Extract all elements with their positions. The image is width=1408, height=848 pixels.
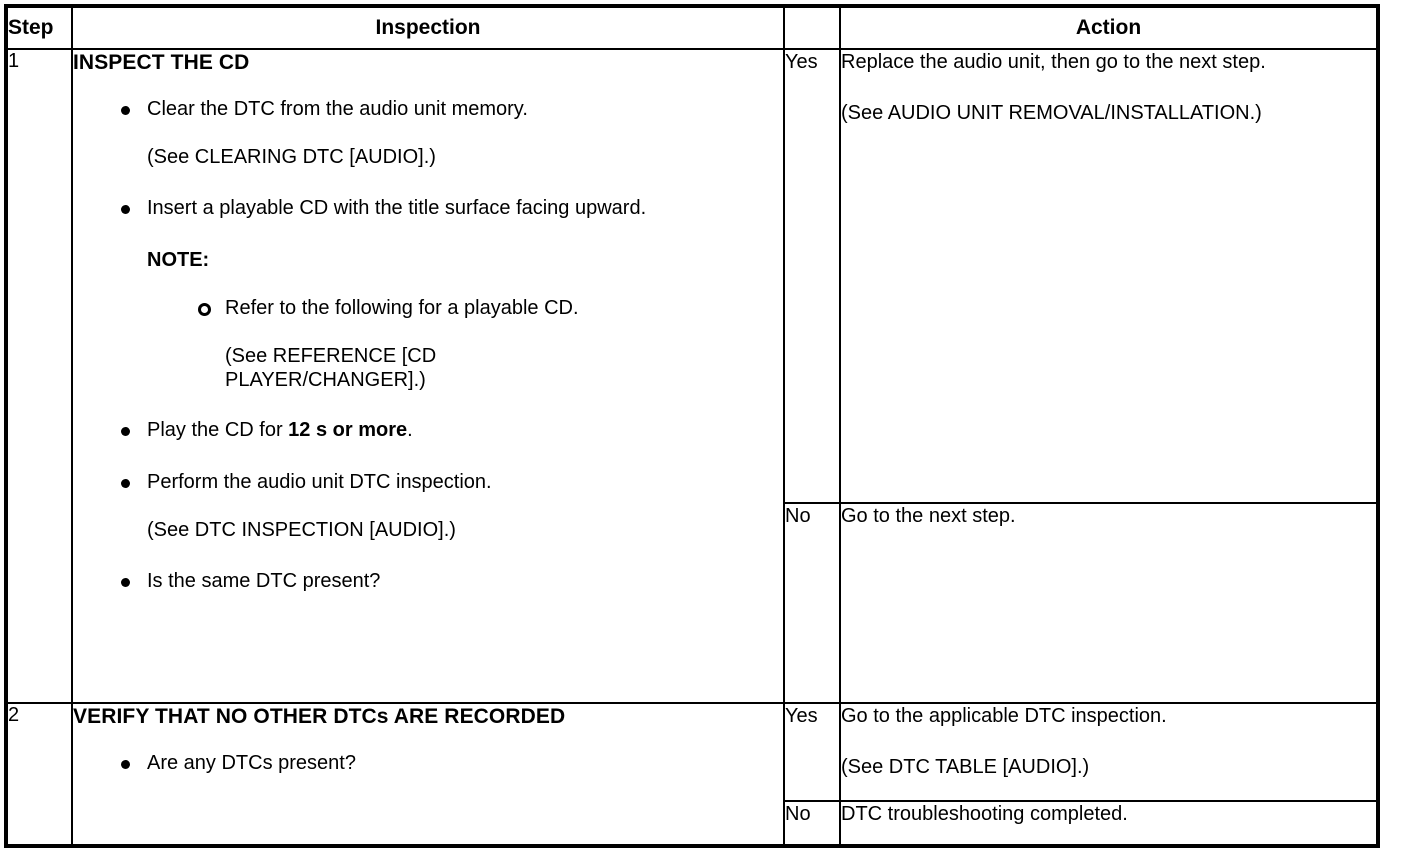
header-step: Step [5, 5, 73, 50]
list-item: Play the CD for 12 s or more. [117, 418, 707, 444]
inspection-cell: VERIFY THAT NO OTHER DTCs ARE RECORDED A… [71, 702, 785, 847]
inspection-title: INSPECT THE CD [73, 51, 250, 74]
result-label-yes: Yes [783, 702, 841, 802]
step-number-cell: 1 [5, 48, 73, 704]
reference-note: (See DTC INSPECTION [AUDIO].) [147, 518, 783, 544]
list-item-text: Clear the DTC from the audio unit memory… [147, 98, 528, 121]
header-action: Action [839, 5, 1379, 50]
inspection-cell: INSPECT THE CD Clear the DTC from the au… [71, 48, 785, 704]
header-yesno [783, 5, 841, 50]
action-text: Replace the audio unit, then go to the n… [841, 51, 1266, 73]
list-item-text: Insert a playable CD with the title surf… [147, 197, 647, 220]
header-row: Step Inspection Action [5, 5, 1379, 50]
action-text: Go to the next step. [841, 505, 1016, 527]
sub-list-item-text: Refer to the following for a playable CD… [225, 296, 579, 319]
note-label: NOTE: [147, 248, 210, 271]
header-inspection: Inspection [71, 5, 785, 50]
list-item-text-post: . [407, 419, 413, 442]
table-body: 1 INSPECT THE CD Clear the DTC from the … [5, 48, 1379, 847]
list-item: Clear the DTC from the audio unit memory… [117, 97, 707, 123]
list-item-text-emphasis: 12 s or more [288, 419, 408, 442]
list-item: Perform the audio unit DTC inspection. [117, 470, 707, 496]
table-row: No Go to the next step. [6, 502, 1379, 704]
action-reference: (See AUDIO UNIT REMOVAL/INSTALLATION.) [841, 102, 1262, 124]
table-row: No DTC troubleshooting completed. [6, 800, 1379, 847]
reference-note-text: (See CLEARING DTC [AUDIO].) [147, 145, 436, 168]
list-item-text: Are any DTCs present? [147, 752, 356, 775]
action-text: Go to the applicable DTC inspection. [841, 705, 1167, 727]
sub-list-item: Refer to the following for a playable CD… [195, 296, 783, 322]
list-item-text-pre: Play the CD for [147, 419, 289, 442]
table-header: Step Inspection Action [5, 5, 1379, 50]
table-row: 2 VERIFY THAT NO OTHER DTCs ARE RECORDED… [5, 702, 1379, 847]
action-cell-no: DTC troubleshooting completed. [839, 800, 1379, 847]
list-item: Are any DTCs present? [117, 751, 707, 777]
list-item-text: Is the same DTC present? [147, 570, 381, 593]
list-item: Is the same DTC present? [117, 569, 707, 595]
action-cell-no: Go to the next step. [839, 502, 1379, 704]
action-text: DTC troubleshooting completed. [841, 803, 1128, 825]
step-number-cell: 2 [5, 702, 73, 847]
action-cell-yes: Replace the audio unit, then go to the n… [839, 48, 1379, 504]
reference-note: (See CLEARING DTC [AUDIO].) [147, 145, 783, 171]
inspection-title: VERIFY THAT NO OTHER DTCs ARE RECORDED [73, 705, 566, 728]
dtc-troubleshooting-table: Step Inspection Action 1 INSPECT THE CD … [4, 4, 1380, 848]
result-label-no: No [783, 502, 841, 704]
action-cell-yes: Go to the applicable DTC inspection. (Se… [839, 702, 1379, 802]
reference-note-text: (See DTC INSPECTION [AUDIO].) [147, 518, 456, 541]
list-item-text: Perform the audio unit DTC inspection. [147, 470, 492, 493]
result-label-yes: Yes [783, 48, 841, 504]
list-item: Insert a playable CD with the title surf… [117, 196, 707, 222]
result-label-no: No [783, 800, 841, 847]
action-reference: (See DTC TABLE [AUDIO].) [841, 756, 1090, 778]
table-row: 1 INSPECT THE CD Clear the DTC from the … [5, 48, 1379, 704]
sub-reference-note-text: (See REFERENCE [CD PLAYER/CHANGER].) [225, 344, 437, 391]
sub-reference-note: (See REFERENCE [CD PLAYER/CHANGER].) [225, 344, 535, 393]
